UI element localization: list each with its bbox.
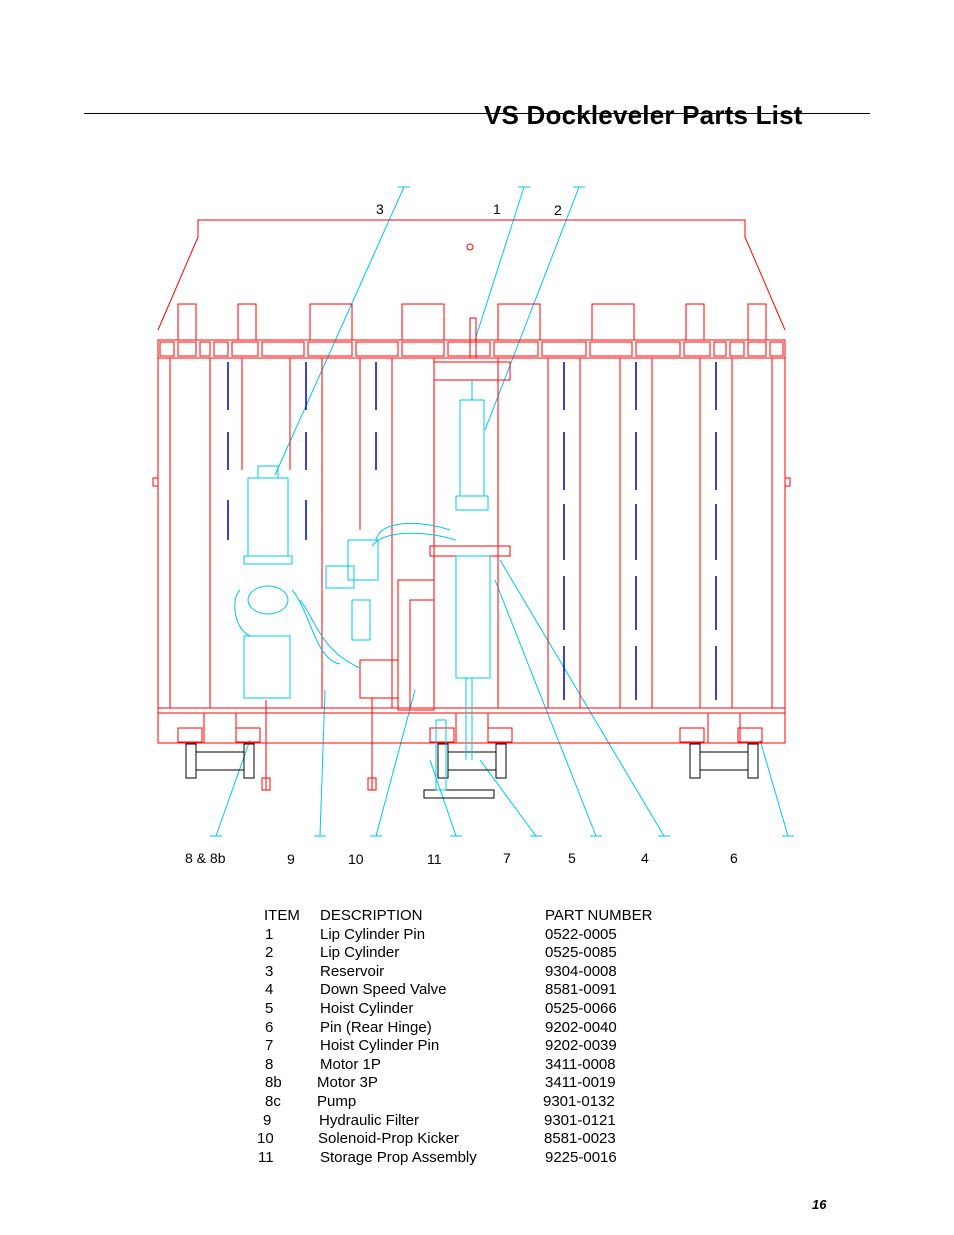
row-part-number: 9301-0132 (543, 1092, 615, 1110)
callout-11: 11 (427, 851, 442, 867)
row-item: 2 (265, 944, 274, 962)
header-rule (84, 113, 870, 114)
table-row: 5 Hoist Cylinder 0525-0066 (255, 1000, 695, 1019)
row-item: 7 (265, 1037, 274, 1055)
table-row: 11 Storage Prop Assembly 9225-0016 (255, 1149, 695, 1168)
table-row: 8b Motor 3P 3411-0019 (255, 1074, 695, 1093)
row-description: Motor 1P (320, 1055, 381, 1073)
row-part-number: 3411-0019 (545, 1074, 616, 1092)
header-item: ITEM (264, 907, 300, 924)
row-description: Motor 3P (317, 1074, 378, 1092)
row-description: Storage Prop Assembly (320, 1148, 477, 1166)
callout-6: 6 (730, 850, 738, 866)
row-item: 1 (265, 925, 274, 943)
callout-2: 2 (554, 202, 562, 218)
dock-frame (152, 219, 791, 791)
top-leader-lines (274, 186, 585, 476)
row-part-number: 0525-0085 (545, 944, 617, 962)
header-description: DESCRIPTION (320, 907, 423, 924)
row-item: 10 (257, 1130, 274, 1148)
callout-10: 10 (348, 851, 364, 867)
row-description: Lip Cylinder (320, 944, 400, 962)
row-description: Reservoir (320, 962, 385, 980)
row-part-number: 8581-0023 (544, 1130, 616, 1148)
row-item: 11 (258, 1148, 274, 1166)
row-part-number: 9225-0016 (545, 1148, 617, 1166)
row-item: 8 (265, 1055, 274, 1073)
row-description: Hoist Cylinder Pin (320, 1037, 440, 1055)
page-number: 16 (812, 1197, 827, 1212)
callout-3: 3 (376, 201, 384, 217)
table-row: 10 Solenoid-Prop Kicker 8581-0023 (255, 1130, 695, 1149)
row-description: Hydraulic Filter (319, 1111, 420, 1129)
row-item: 3 (265, 962, 274, 980)
row-description: Lip Cylinder Pin (320, 925, 426, 943)
table-row: 8 Motor 1P 3411-0008 (255, 1056, 695, 1075)
table-row: 8c Pump 9301-0132 (255, 1093, 695, 1112)
row-description: Hoist Cylinder (320, 999, 414, 1017)
row-item: 4 (265, 981, 274, 999)
row-part-number: 9301-0121 (544, 1111, 616, 1129)
table-row: 7 Hoist Cylinder Pin 9202-0039 (255, 1037, 695, 1056)
table-row: 1 Lip Cylinder Pin 0522-0005 (255, 926, 695, 945)
parts-table: ITEM DESCRIPTION PART NUMBER 1 Lip Cylin… (255, 907, 695, 1167)
page-title: VS Dockleveler Parts List (484, 100, 803, 130)
row-description: Pin (Rear Hinge) (320, 1018, 432, 1036)
row-part-number: 9304-0008 (545, 962, 617, 980)
callout-5: 5 (568, 850, 576, 866)
callout-7: 7 (503, 850, 511, 866)
callout-8-8b: 8 & 8b (185, 850, 226, 866)
table-row: 4 Down Speed Valve 8581-0091 (255, 981, 695, 1000)
row-item: 8c (265, 1092, 281, 1110)
row-item: 9 (263, 1111, 272, 1129)
hydraulic-components (234, 380, 491, 791)
callout-9: 9 (287, 851, 295, 867)
table-row: 2 Lip Cylinder 0525-0085 (255, 944, 695, 963)
table-row: 3 Reservoir 9304-0008 (255, 963, 695, 982)
header-part-number: PART NUMBER (545, 907, 653, 924)
row-part-number: 3411-0008 (545, 1055, 616, 1073)
row-description: Solenoid-Prop Kicker (318, 1130, 459, 1148)
row-part-number: 0522-0005 (545, 925, 617, 943)
deck-slots (227, 362, 717, 700)
callout-4: 4 (641, 850, 649, 866)
table-row: 6 Pin (Rear Hinge) 9202-0040 (255, 1019, 695, 1038)
callout-1: 1 (493, 201, 501, 217)
row-description: Pump (317, 1092, 357, 1110)
table-header: ITEM DESCRIPTION PART NUMBER (255, 907, 695, 926)
rear-hinge-feet (185, 743, 759, 799)
row-item: 6 (265, 1018, 274, 1036)
row-part-number: 9202-0039 (545, 1037, 617, 1055)
row-item: 5 (265, 999, 274, 1017)
row-item: 8b (265, 1074, 282, 1092)
row-description: Down Speed Valve (320, 981, 447, 999)
dockleveler-drawing (152, 186, 794, 837)
row-part-number: 8581-0091 (545, 981, 617, 999)
row-part-number: 0525-0066 (545, 999, 617, 1017)
table-row: 9 Hydraulic Filter 9301-0121 (255, 1112, 695, 1131)
row-part-number: 9202-0040 (545, 1018, 617, 1036)
bottom-leader-lines (210, 559, 794, 837)
